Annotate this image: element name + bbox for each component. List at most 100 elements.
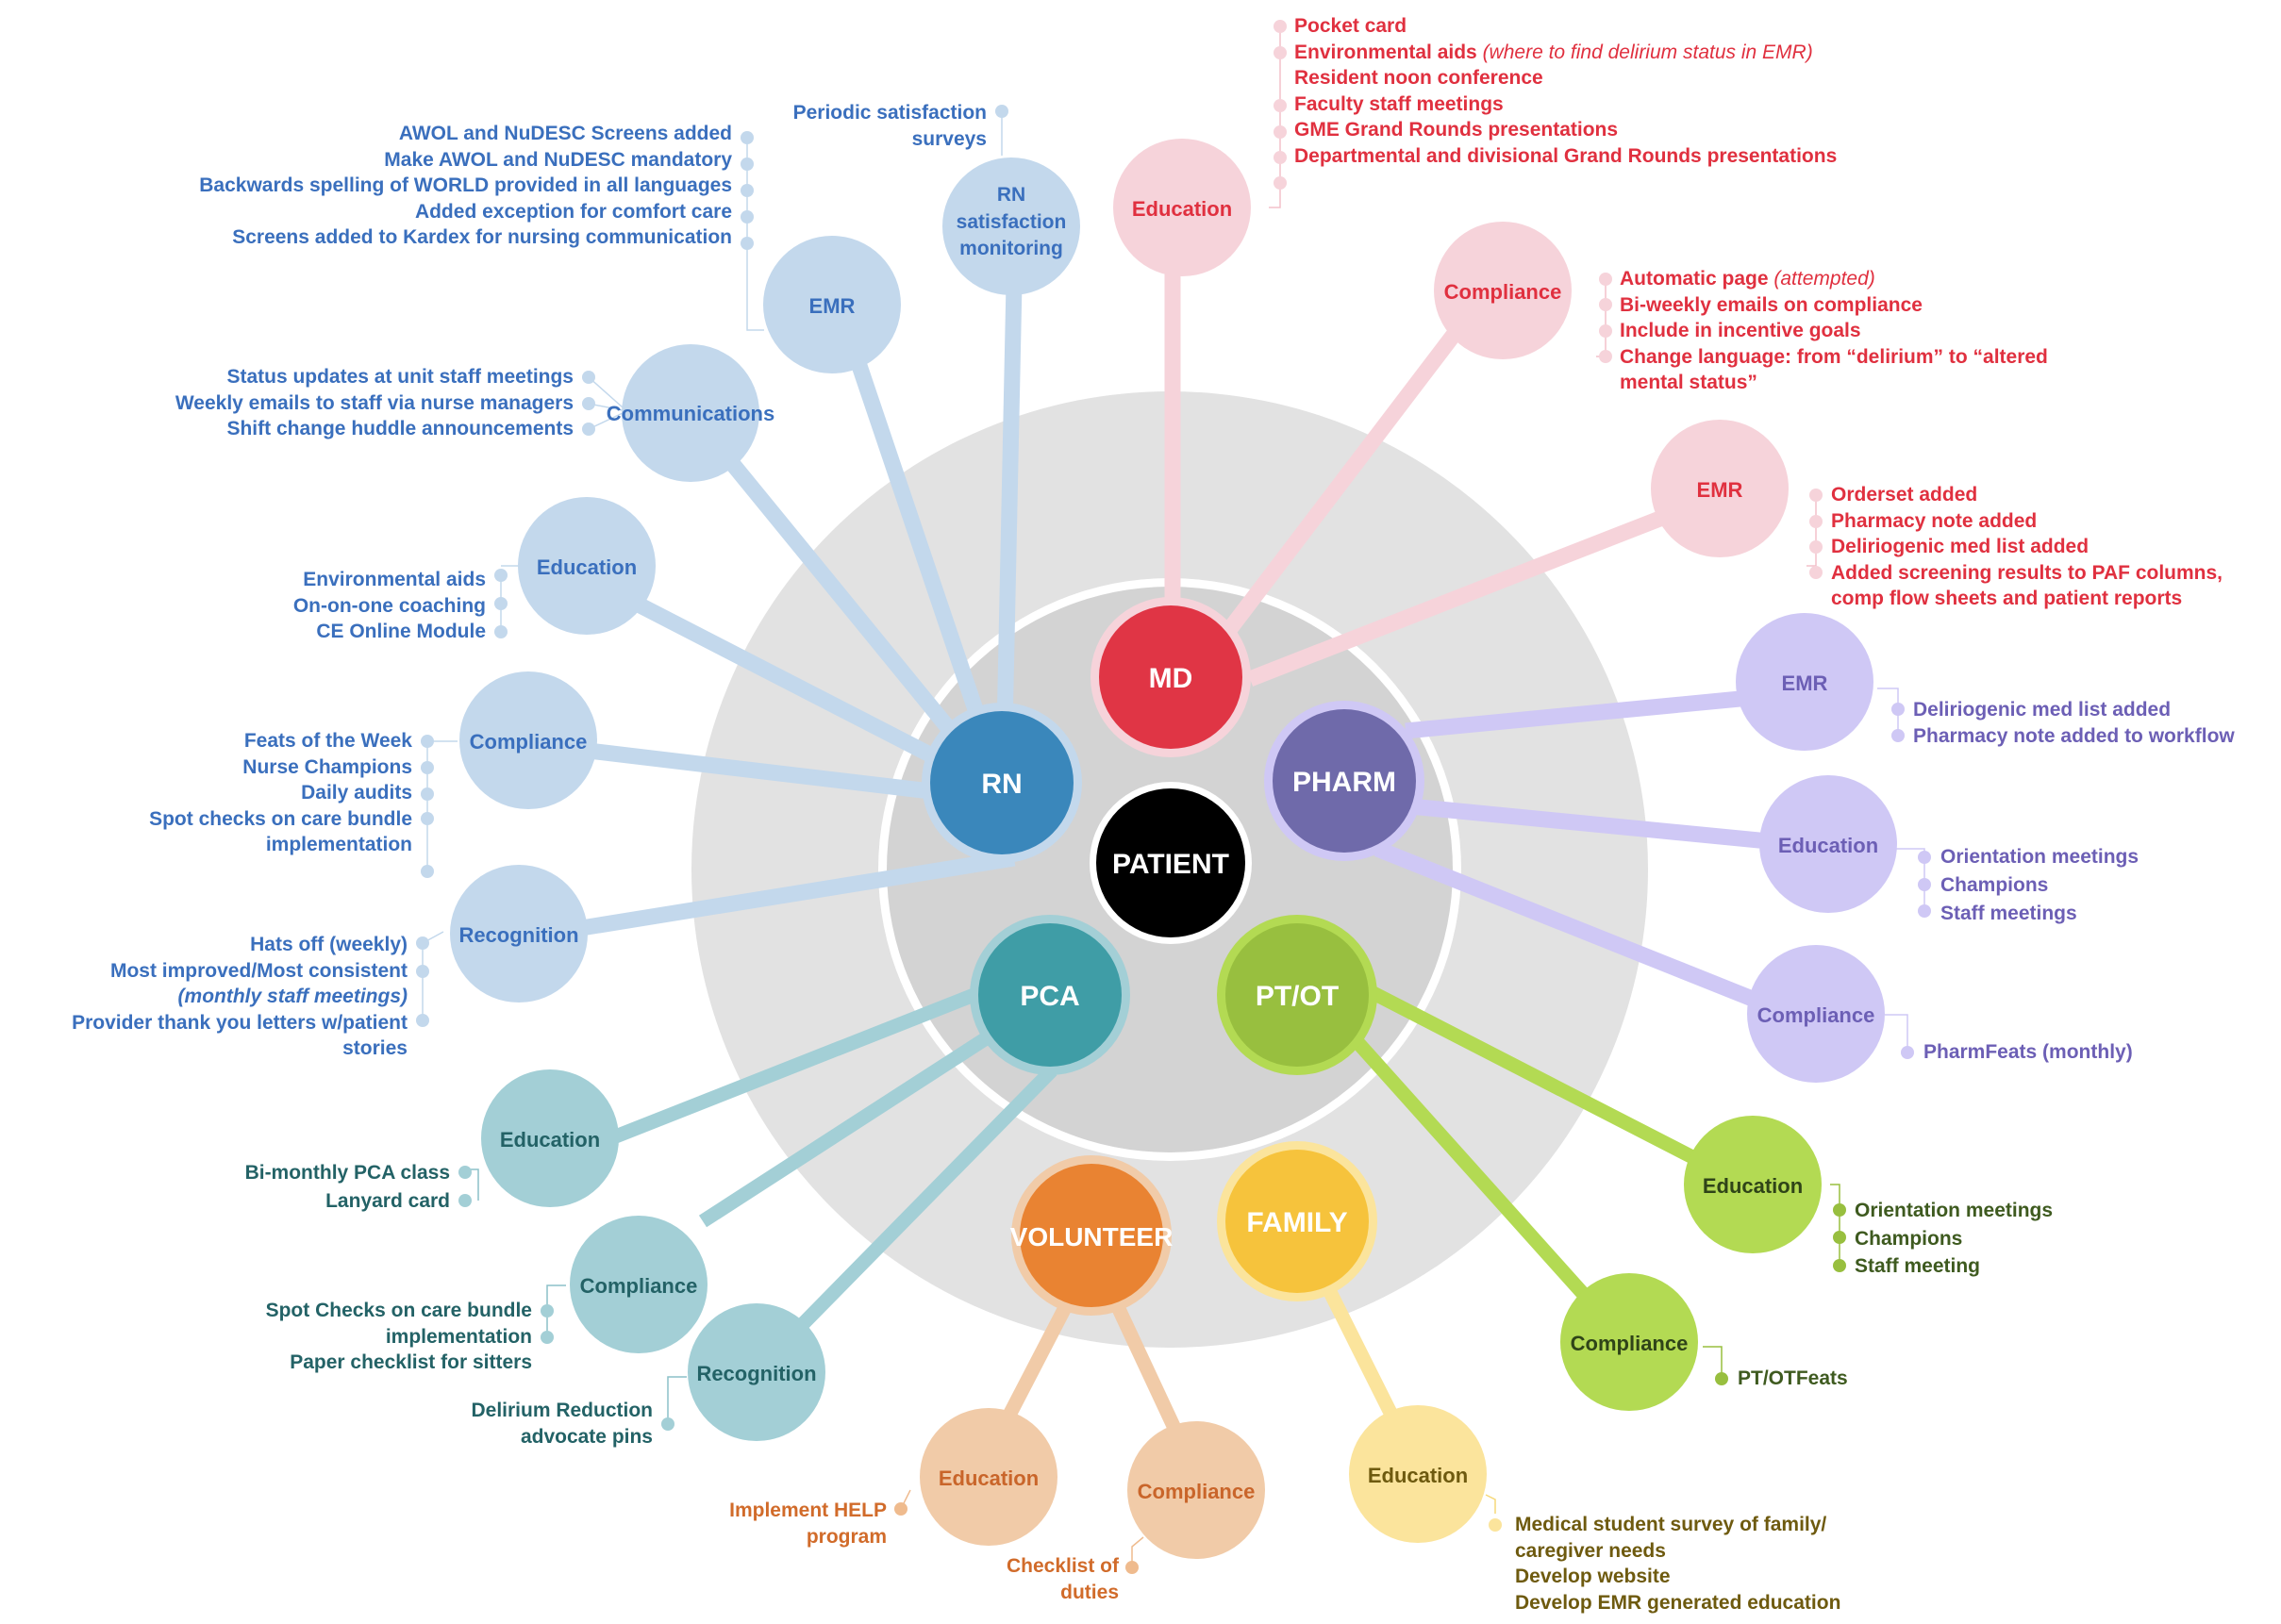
svg-text:Education: Education [1132, 197, 1232, 221]
svg-text:Compliance: Compliance [1444, 280, 1562, 304]
pharm-compliance-list: PharmFeats (monthly) [1923, 1039, 2206, 1066]
pca-recognition-list: Delirium Reduction advocate pins [396, 1398, 653, 1450]
line-rn-recognition [574, 850, 1016, 937]
pca-compliance-list: Spot Checks on care bundle implementatio… [208, 1298, 532, 1376]
family-hub: FAMILY [1217, 1141, 1377, 1301]
rn-education-list: Environmental aids On-on-one coaching CE… [189, 567, 486, 645]
svg-text:MD: MD [1149, 663, 1193, 694]
list-item: Lanyard card [325, 1190, 450, 1212]
line-md-compliance [1210, 306, 1478, 652]
rn-satisfaction-list: Periodic satisfaction surveys [755, 100, 987, 152]
svg-text:Compliance: Compliance [1757, 1003, 1875, 1027]
svg-text:PT/OT: PT/OT [1256, 981, 1339, 1012]
volunteer-compliance-list: Checklist of duties [962, 1553, 1119, 1605]
line-pca-compliance [698, 1017, 1014, 1228]
pca-hub: PCA [970, 915, 1130, 1075]
list-item: PharmFeats (monthly) [1923, 1041, 2133, 1063]
list-item: (monthly staff meetings) [177, 986, 408, 1007]
line-pca-education [601, 984, 989, 1148]
pharm-hub: PHARM [1264, 701, 1424, 861]
line-pharm-emr [1405, 689, 1751, 739]
list-item: Added screening results to PAF columns, … [1831, 561, 2223, 610]
list-item: Resident noon conference [1294, 67, 1543, 89]
list-item: CE Online Module [316, 621, 486, 642]
line-volunteer-compliance [1107, 1293, 1186, 1442]
rn-recognition-list: Hats off (weekly) Most improved/Most con… [19, 932, 408, 1062]
list-item: Added exception for comfort care [414, 200, 732, 223]
list-item: Orientation meetings [1855, 1200, 2054, 1221]
list-item: GME Grand Rounds presentations [1294, 119, 1619, 141]
list-item: Bi-monthly PCA class [244, 1162, 450, 1184]
family-education-list: Medical student survey of family/ caregi… [1515, 1512, 1902, 1616]
line-family-education [1319, 1279, 1403, 1428]
list-item: Provider thank you letters w/patient sto… [72, 1011, 408, 1060]
line-pharm-education [1409, 798, 1770, 850]
svg-text:EMR: EMR [1697, 478, 1743, 502]
svg-text:VOLUNTEER: VOLUNTEER [1010, 1222, 1174, 1251]
line-pca-recognition [796, 1065, 1057, 1331]
list-item: Bi-weekly emails on compliance [1620, 293, 1923, 316]
pca-compliance-node: Compliance [570, 1216, 708, 1353]
svg-text:Education: Education [1778, 834, 1878, 857]
list-item: Checklist of duties [1006, 1555, 1119, 1603]
rn-compliance-list: Feats of the Week Nurse Champions Daily … [104, 728, 412, 858]
list-item: Weekly emails to staff via nurse manager… [175, 391, 574, 414]
list-item: AWOL and NuDESC Screens added [398, 123, 732, 144]
list-item: Spot Checks on care bundle implementatio… [265, 1300, 532, 1348]
rn-compliance-node: Compliance [459, 671, 597, 809]
list-item: On-on-one coaching [292, 594, 486, 617]
svg-text:Compliance: Compliance [1138, 1480, 1256, 1503]
svg-text:Recognition: Recognition [458, 923, 578, 947]
svg-text:Compliance: Compliance [470, 730, 588, 754]
svg-text:FAMILY: FAMILY [1246, 1207, 1347, 1238]
md-compliance-node: Compliance [1434, 222, 1572, 359]
svg-text:Recognition: Recognition [696, 1362, 816, 1385]
rn-hub: RN [922, 703, 1082, 863]
pharm-emr-node: EMR [1736, 613, 1873, 751]
line-rn-emr [845, 346, 990, 729]
volunteer-education-list: Implement HELP program [698, 1498, 887, 1549]
list-item: Orientation meetings [1940, 846, 2139, 868]
svg-text:PHARM: PHARM [1292, 767, 1396, 798]
rn-education-node: Education [518, 497, 656, 635]
hub-nodes: MD RN PHARM PT/OT PCA VOLUNTEER FAMILY P… [922, 597, 1424, 1316]
ptot-education-list: Orientation meetings Champions Staff mee… [1855, 1197, 2138, 1281]
pca-education-list: Bi-monthly PCA class Lanyard card [160, 1159, 450, 1216]
svg-text:Compliance: Compliance [580, 1274, 698, 1298]
rn-communications-node: Communications [607, 344, 774, 482]
ptot-education-node: Education [1684, 1116, 1822, 1253]
list-item: Include in incentive goals [1620, 320, 1861, 341]
ptot-hub: PT/OT [1217, 915, 1377, 1075]
pca-education-node: Education [481, 1069, 619, 1207]
md-compliance-list: Automatic page (attempted) Bi-weekly ema… [1620, 266, 2110, 396]
list-item: Pocket card [1294, 15, 1407, 37]
md-education-list: Pocket card Environmental aids (where to… [1294, 13, 1838, 169]
rn-recognition-node: Recognition [450, 865, 588, 1003]
volunteer-education-node: Education [920, 1408, 1057, 1546]
list-item: Develop EMR generated education [1515, 1591, 1841, 1614]
svg-text:PCA: PCA [1020, 981, 1079, 1012]
pca-recognition-node: Recognition [688, 1303, 825, 1441]
md-emr-list: Orderset added Pharmacy note added Delir… [1831, 482, 2274, 612]
line-ptot-education [1364, 984, 1702, 1167]
list-item: Champions [1940, 874, 2049, 896]
list-item: Make AWOL and NuDESC mandatory [384, 148, 732, 171]
svg-text:EMR: EMR [1782, 671, 1828, 695]
list-item: Paper checklist for sitters [290, 1351, 532, 1373]
svg-text:EMR: EMR [809, 294, 856, 318]
list-item: Implement HELP program [729, 1500, 887, 1548]
list-item: Shift change huddle announcements [226, 418, 574, 439]
list-item: Champions [1855, 1227, 1963, 1250]
list-item: Pharmacy note added [1831, 509, 2038, 532]
line-md-emr [1246, 502, 1688, 687]
md-emr-node: EMR [1651, 420, 1789, 557]
list-item: Nurse Champions [242, 755, 412, 778]
list-item: Environmental aids [303, 569, 486, 590]
pharm-compliance-node: Compliance [1747, 945, 1885, 1083]
list-item: Daily audits [301, 782, 412, 804]
line-rn-communications [724, 456, 969, 751]
list-item: Departmental and divisional Grand Rounds… [1294, 144, 1838, 167]
